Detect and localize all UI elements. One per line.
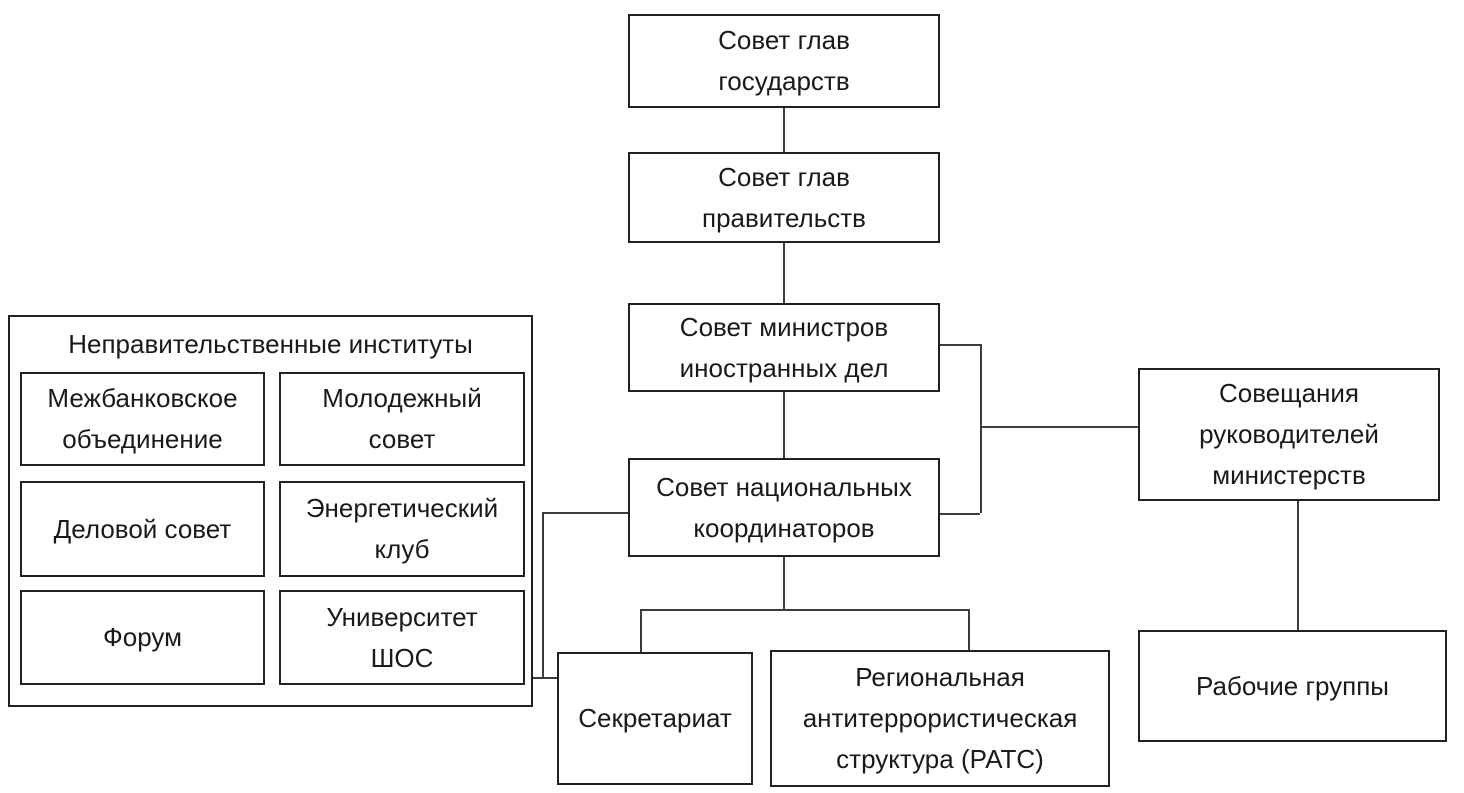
node-label: Энергетический клуб [305, 493, 499, 564]
connector-to-meetings [980, 426, 1138, 428]
connector-sgg-sgp [783, 108, 785, 152]
node-working-groups: Рабочие группы [1138, 630, 1447, 742]
node-council-national-coordinators: Совет национальных координаторов [628, 458, 940, 557]
connector-snk-right-stub [940, 513, 980, 515]
node-label: Секретариат [578, 703, 732, 733]
node-label: Форум [103, 622, 182, 652]
connector-snk-bus [783, 557, 785, 609]
node-label: Региональная антитеррористическая структ… [802, 662, 1078, 774]
node-label: Рабочие группы [1196, 670, 1389, 701]
group-title: Неправительственные институты [68, 328, 473, 359]
node-label: Совет глав государств [718, 25, 850, 96]
node-sco-university: Университет ШОС [279, 590, 525, 685]
node-label: Университет ШОС [326, 601, 478, 673]
node-label: Межбанковское объединение [47, 383, 238, 454]
connector-smid-snk [783, 392, 785, 458]
node-business-council: Деловой совет [20, 481, 265, 577]
connector-meetings-groups [1297, 501, 1299, 630]
connector-bus-rats [968, 609, 970, 650]
node-rats: Региональная антитеррористическая структ… [770, 650, 1110, 787]
node-label: Совет глав правительств [702, 161, 866, 233]
node-council-heads-of-state: Совет глав государств [628, 14, 940, 108]
node-label: Совет национальных координаторов [656, 471, 912, 543]
node-council-foreign-ministers: Совет министров иностранных дел [628, 303, 940, 392]
node-forum: Форум [20, 590, 265, 685]
node-youth-council: Молодежный совет [279, 372, 525, 466]
connector-ngi-secretariat [533, 677, 557, 679]
node-energy-club: Энергетический клуб [279, 481, 525, 577]
node-label: Деловой совет [53, 513, 232, 544]
node-ministry-meetings: Совещания руководителей министерств [1138, 368, 1440, 501]
node-council-heads-of-government: Совет глав правительств [628, 152, 940, 243]
node-label: Совещания руководителей министерств [1199, 378, 1379, 490]
connector-bus-secretariat [640, 609, 642, 652]
connector-sgp-smid [783, 243, 785, 303]
connector-bottom-bus [640, 609, 968, 611]
connector-smid-right-stub [940, 344, 980, 346]
connector-snk-left-stub [542, 512, 628, 514]
node-secretariat: Секретариат [557, 652, 753, 785]
connector-left-vertical [542, 512, 544, 677]
node-label: Молодежный совет [322, 383, 482, 454]
node-interbank-association: Межбанковское объединение [20, 372, 265, 466]
node-label: Совет министров иностранных дел [679, 311, 889, 383]
connector-right-vertical [980, 344, 982, 513]
